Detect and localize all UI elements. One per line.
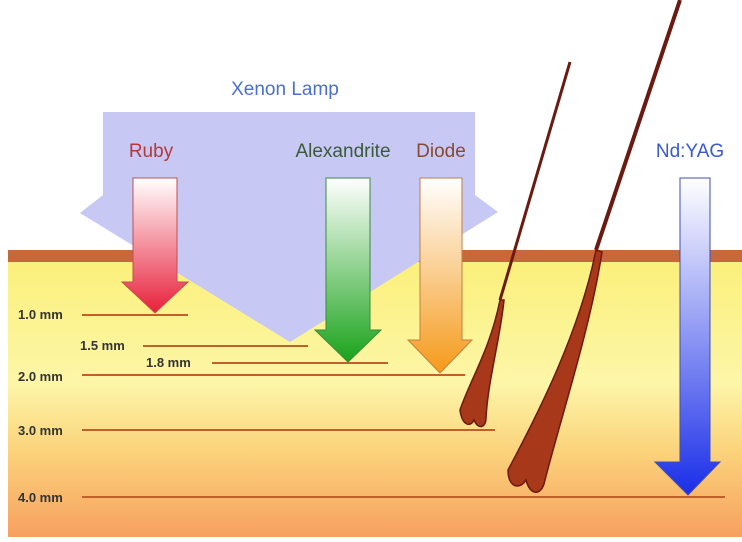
depth-label: 2.0 mm <box>18 369 63 384</box>
depth-label: 1.0 mm <box>18 307 63 322</box>
hair-2 <box>507 0 682 493</box>
alexandrite-arrow <box>313 177 383 363</box>
depth-label: 1.8 mm <box>146 355 191 370</box>
xenon-lamp-label: Xenon Lamp <box>231 79 339 100</box>
skin-tissue <box>8 258 742 537</box>
depth-label: 1.5 mm <box>80 338 125 353</box>
alexandrite-label: Alexandrite <box>295 141 390 162</box>
depth-label: 4.0 mm <box>18 490 63 505</box>
ruby-label: Ruby <box>129 141 174 162</box>
depth-lines <box>82 314 725 498</box>
hair-1 <box>459 61 572 428</box>
ruby-arrow <box>120 177 190 314</box>
depth-label: 3.0 mm <box>18 423 63 438</box>
nd-yag-arrow <box>653 177 722 496</box>
diode-label: Diode <box>416 141 466 162</box>
diode-arrow <box>406 177 474 374</box>
xenon-lamp-beam <box>80 112 498 342</box>
nd-yag-label: Nd:YAG <box>656 141 724 162</box>
